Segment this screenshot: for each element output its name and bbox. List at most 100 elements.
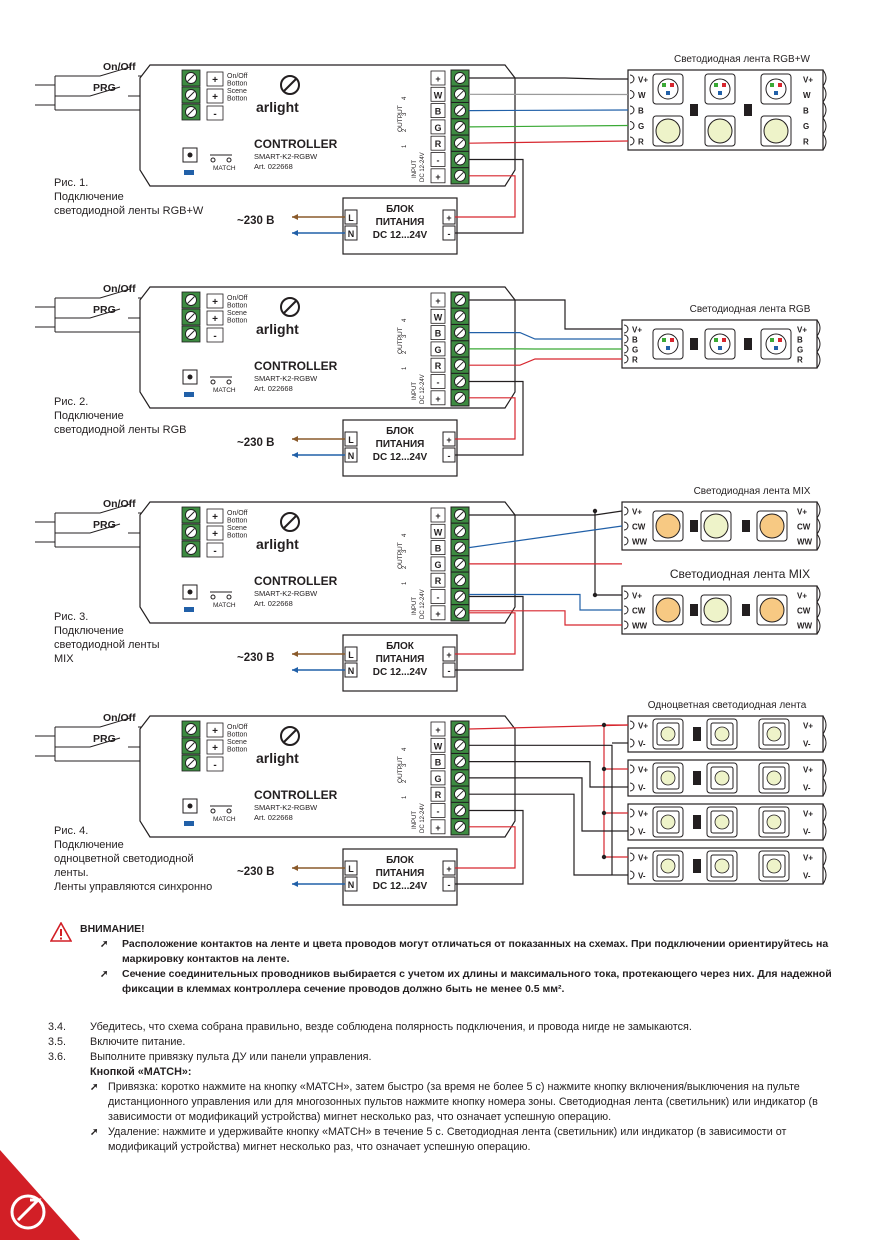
strip-edge bbox=[816, 601, 821, 619]
figure-1-caption: Рис. 1. Подключение светодиодной ленты R… bbox=[54, 177, 204, 217]
screw-slot bbox=[456, 106, 464, 115]
strip-edge bbox=[816, 617, 821, 635]
output-terminal-label: - bbox=[437, 807, 440, 817]
screw-slot bbox=[456, 806, 464, 815]
strip-pin-label: B bbox=[803, 107, 809, 116]
resistor bbox=[693, 815, 701, 829]
polarity-box bbox=[206, 739, 224, 755]
polarity-label: + bbox=[212, 75, 218, 86]
strip-pin-label: G bbox=[797, 346, 803, 355]
psu-L-label: L bbox=[348, 435, 354, 445]
strip-edge bbox=[816, 533, 821, 551]
polarity-box bbox=[206, 88, 224, 104]
wire-b bbox=[468, 109, 629, 112]
junction-dot bbox=[592, 592, 598, 598]
strip-pin-label: V- bbox=[803, 740, 811, 749]
controller-art: Art. 022668 bbox=[254, 813, 293, 822]
output-polarity-box bbox=[430, 152, 446, 167]
led-die-green bbox=[662, 83, 666, 87]
input-label: INPUT bbox=[412, 382, 418, 400]
strip-pin-label: B bbox=[638, 107, 644, 116]
wire-cw bbox=[468, 525, 623, 549]
screw-slot bbox=[456, 171, 464, 180]
step-item: 3.6.Выполните привязку пульта ДУ или пан… bbox=[48, 1050, 848, 1065]
arlight-logo-icon bbox=[280, 726, 300, 746]
match-label: MATCH bbox=[213, 602, 236, 609]
screw-slot bbox=[456, 123, 464, 131]
polarity-box bbox=[206, 293, 224, 309]
strip-edge bbox=[822, 847, 827, 867]
polarity-label: + bbox=[212, 529, 218, 540]
led-lens bbox=[714, 770, 730, 786]
led-die-green bbox=[662, 338, 666, 342]
wire-on-off bbox=[35, 84, 56, 95]
psu-N-label: N bbox=[348, 666, 355, 676]
strip-edge bbox=[822, 733, 827, 753]
led-lens bbox=[703, 597, 729, 623]
warning-item: Расположение контактов на ленте и цвета … bbox=[100, 937, 850, 967]
match-label: MATCH bbox=[213, 165, 236, 172]
resistor bbox=[693, 859, 701, 873]
strip-pin-label: G bbox=[638, 122, 644, 131]
strip-pin-label: V+ bbox=[638, 810, 648, 819]
step-item: 3.4.Убедитесь, что схема собрана правиль… bbox=[48, 1020, 848, 1035]
output-polarity-box bbox=[430, 308, 446, 324]
resistor bbox=[744, 338, 752, 350]
controller-model: SMART-K2-RGBW bbox=[254, 803, 318, 812]
output-polarity-box bbox=[430, 341, 446, 357]
screw-slot bbox=[187, 742, 195, 750]
step-text: Выполните привязку пульта ДУ или панели … bbox=[90, 1051, 372, 1063]
polarity-label: + bbox=[212, 314, 218, 325]
channel-number: 4 bbox=[402, 533, 408, 537]
output-terminal-label: B bbox=[435, 329, 442, 339]
output-polarity-box bbox=[430, 572, 446, 588]
output-terminal-label: + bbox=[435, 394, 440, 404]
controller-model: SMART-K2-RGBW bbox=[254, 152, 318, 161]
wire-v-plus bbox=[468, 724, 629, 730]
output-terminal-frame bbox=[450, 69, 470, 185]
match-switch bbox=[226, 808, 232, 814]
led-lens bbox=[709, 78, 731, 100]
led-indicator bbox=[184, 821, 194, 826]
output-terminal-label: + bbox=[435, 172, 440, 182]
wire-r bbox=[468, 140, 629, 144]
on-off-switch bbox=[55, 66, 131, 77]
on-off-label: On/Off bbox=[103, 61, 136, 73]
screw-slot bbox=[456, 790, 464, 799]
solder-pad bbox=[623, 354, 629, 364]
wire-on-off bbox=[35, 306, 56, 317]
output-terminal-label: G bbox=[434, 774, 441, 784]
solder-pad bbox=[623, 536, 629, 546]
polarity-label: - bbox=[213, 331, 216, 342]
psu-minus-label: - bbox=[448, 880, 451, 890]
input-label: INPUT bbox=[412, 811, 418, 829]
strip-edge bbox=[822, 715, 827, 735]
strip-pin-label: B bbox=[632, 336, 638, 345]
wire-cw-2 bbox=[469, 593, 622, 611]
step-text: Убедитесь, что схема собрана правильно, … bbox=[90, 1021, 692, 1033]
strip-edge bbox=[816, 319, 821, 337]
strip-edge bbox=[816, 585, 821, 603]
polarity-box bbox=[206, 310, 224, 326]
polarity-label: + bbox=[212, 512, 218, 523]
controller-body bbox=[139, 501, 516, 624]
control-terminal-label: Botton bbox=[227, 318, 247, 325]
figure-3-caption: Рис. 3. Подключение светодиодной ленты M… bbox=[54, 611, 160, 665]
output-polarity-box bbox=[430, 135, 446, 151]
screw-slot bbox=[456, 592, 464, 601]
output-terminal-label: + bbox=[435, 609, 440, 619]
junction-dot bbox=[601, 854, 607, 860]
polarity-box bbox=[206, 722, 224, 738]
strip-pin-label: V- bbox=[803, 872, 811, 881]
wire-psu-minus bbox=[455, 380, 524, 456]
solder-pad bbox=[629, 720, 635, 730]
led-indicator bbox=[184, 392, 194, 397]
mains-label: ~230 В bbox=[237, 437, 274, 449]
figure-4-caption: Рис. 4. Подключение одноцветной светодио… bbox=[54, 825, 213, 893]
control-terminal-label: Scene bbox=[227, 310, 247, 317]
led-lens bbox=[655, 597, 681, 623]
psu-plus-label: + bbox=[446, 650, 451, 660]
strip-edge bbox=[822, 117, 827, 135]
output-terminal-label: R bbox=[435, 576, 442, 586]
strip-pin-label: W bbox=[803, 91, 811, 100]
